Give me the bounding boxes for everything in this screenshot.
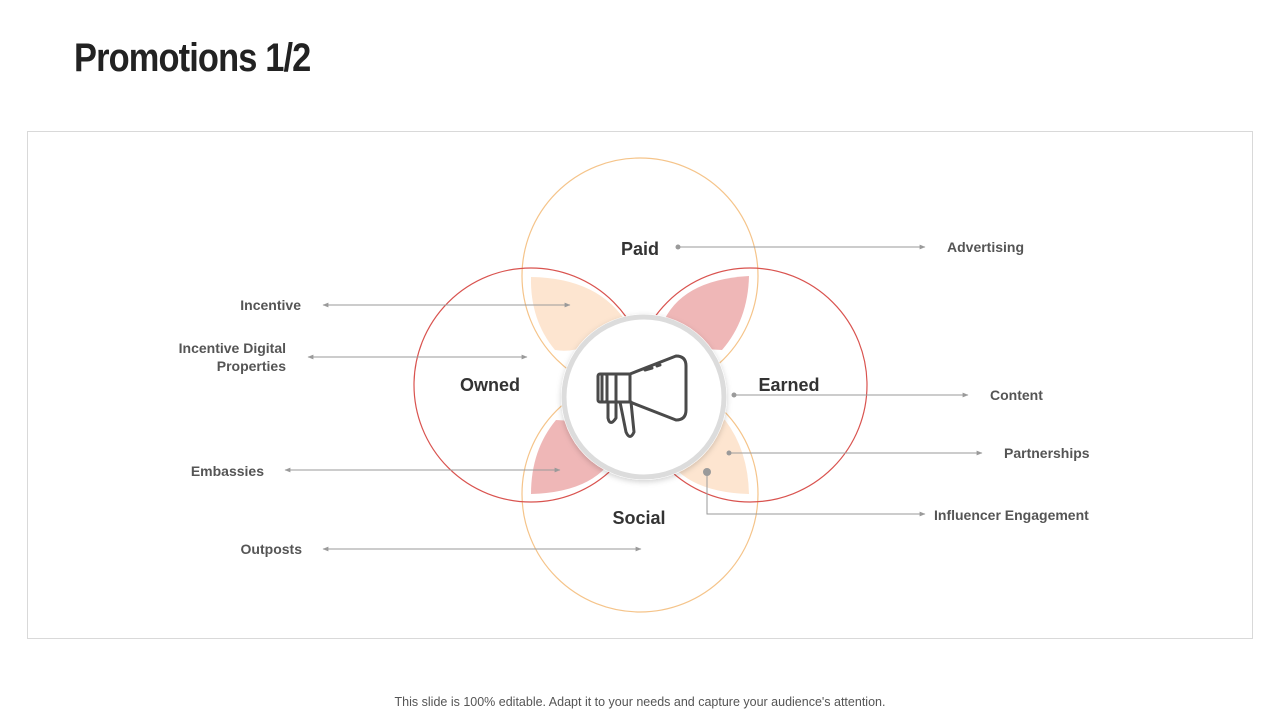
page-title: Promotions 1/2 xyxy=(74,36,311,80)
item-outposts: Outposts xyxy=(241,541,303,557)
item-incentive-digital-line2: Properties xyxy=(217,358,286,374)
social-label: Social xyxy=(612,508,665,528)
item-advertising: Advertising xyxy=(947,239,1024,255)
item-partnerships: Partnerships xyxy=(1004,445,1090,461)
footer-note: This slide is 100% editable. Adapt it to… xyxy=(394,695,886,709)
center-disc xyxy=(561,314,727,480)
dot-content xyxy=(731,392,737,398)
dot-influencer xyxy=(703,468,711,476)
paid-label: Paid xyxy=(621,239,659,259)
megaphone-icon xyxy=(596,354,688,438)
dot-advertising xyxy=(675,244,681,250)
item-content: Content xyxy=(990,387,1043,403)
item-influencer-engagement: Influencer Engagement xyxy=(934,507,1089,523)
item-incentive: Incentive xyxy=(240,297,301,313)
owned-label: Owned xyxy=(460,375,520,395)
connector-influencer xyxy=(706,472,926,517)
item-embassies: Embassies xyxy=(191,463,264,479)
earned-label: Earned xyxy=(758,375,819,395)
center-ring xyxy=(561,314,727,480)
dot-partnerships xyxy=(726,450,732,456)
item-incentive-digital-line1: Incentive Digital xyxy=(179,340,286,356)
diagram-frame xyxy=(27,131,1253,639)
